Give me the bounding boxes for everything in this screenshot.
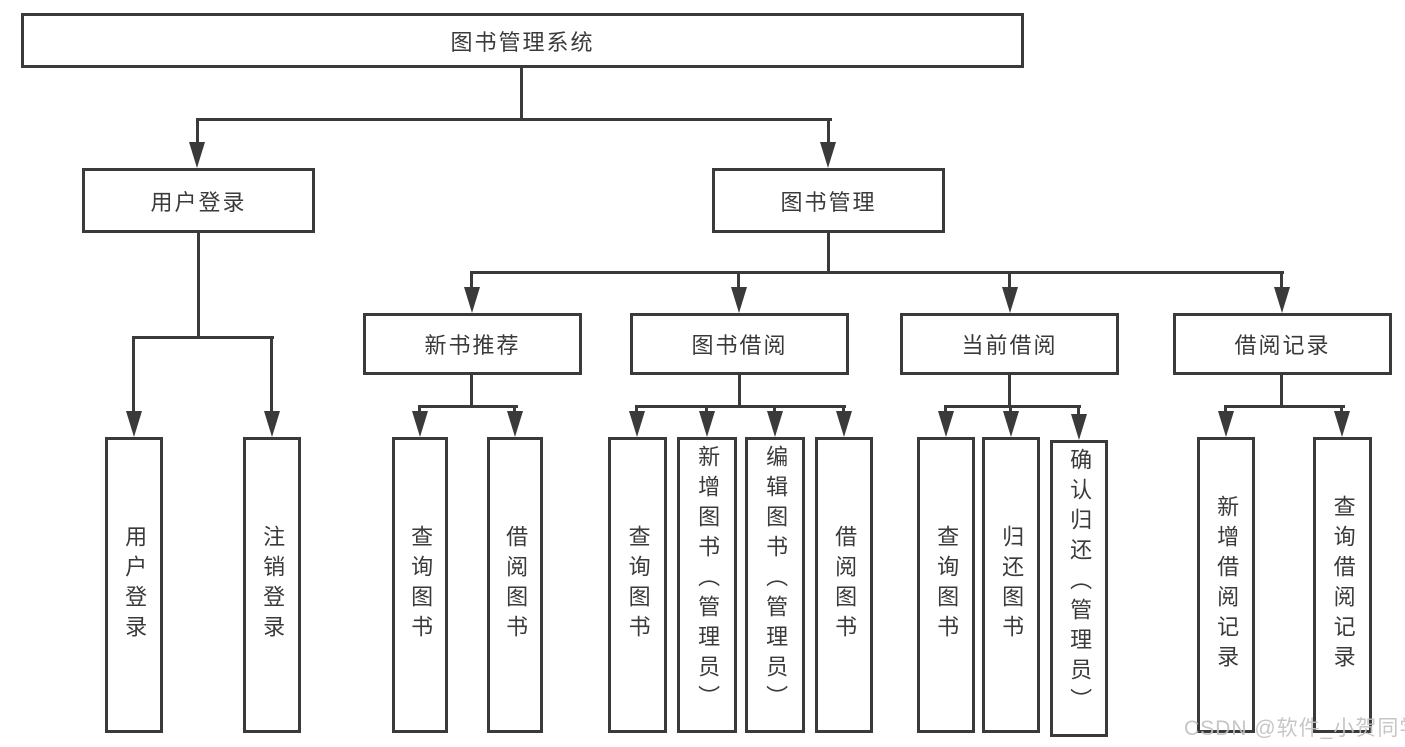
arrow-down-icon bbox=[412, 411, 428, 437]
leaf-edit-books-admin: 编辑图书（管理员） bbox=[745, 437, 805, 733]
connector-user-login-rail bbox=[132, 336, 274, 339]
node-book-borrowing-label: 图书借阅 bbox=[691, 333, 788, 358]
leaf-user-login-label: 用户登录 bbox=[122, 525, 148, 645]
connector-drop bbox=[1224, 405, 1227, 416]
leaf-add-books-admin-label: 新增图书（管理员） bbox=[695, 445, 721, 715]
leaf-borrow-books-borrowing: 借阅图书 bbox=[815, 437, 873, 733]
leaf-query-books-recommend: 查询图书 bbox=[392, 437, 448, 733]
arrow-down-icon bbox=[629, 411, 645, 437]
leaf-query-books-current-label: 查询图书 bbox=[934, 525, 960, 645]
arrow-down-icon bbox=[820, 142, 836, 168]
arrow-down-icon bbox=[1071, 414, 1087, 440]
node-borrowing-records-label: 借阅记录 bbox=[1234, 333, 1331, 358]
leaf-return-books: 归还图书 bbox=[982, 437, 1040, 733]
connector-drop bbox=[842, 405, 845, 416]
connector-book-borrowing-rail bbox=[635, 405, 846, 408]
connector-current-borrowing-rail bbox=[944, 405, 1081, 408]
connector-drop bbox=[1077, 405, 1080, 418]
leaf-borrow-books-recommend: 借阅图书 bbox=[487, 437, 543, 733]
connector-current-borrowing-stem bbox=[1008, 375, 1011, 408]
arrow-down-icon bbox=[189, 142, 205, 168]
leaf-query-books-borrowing-label: 查询图书 bbox=[625, 525, 651, 645]
node-user-login: 用户登录 bbox=[82, 168, 315, 233]
connector-drop-new-book-recommend bbox=[470, 271, 473, 291]
leaf-user-login: 用户登录 bbox=[105, 437, 163, 733]
connector-root-rail bbox=[196, 118, 832, 121]
leaf-query-borrow-record: 查询借阅记录 bbox=[1313, 437, 1372, 733]
leaf-query-books-borrowing: 查询图书 bbox=[608, 437, 667, 733]
leaf-confirm-return-admin: 确认归还（管理员） bbox=[1050, 440, 1108, 737]
leaf-borrow-books-recommend-label: 借阅图书 bbox=[503, 525, 529, 645]
arrow-down-icon bbox=[1218, 411, 1234, 437]
node-new-book-recommend-label: 新书推荐 bbox=[424, 333, 521, 358]
leaf-borrow-books-borrowing-label: 借阅图书 bbox=[832, 525, 858, 645]
node-current-borrowing: 当前借阅 bbox=[900, 313, 1119, 375]
arrow-down-icon bbox=[699, 411, 715, 437]
arrow-down-icon bbox=[1274, 287, 1290, 313]
arrow-down-icon bbox=[938, 411, 954, 437]
connector-book-management-rail bbox=[470, 271, 1284, 274]
arrow-down-icon bbox=[731, 287, 747, 313]
node-book-borrowing: 图书借阅 bbox=[630, 313, 849, 375]
connector-drop-user-login bbox=[196, 118, 199, 146]
connector-drop bbox=[418, 405, 421, 416]
arrow-down-icon bbox=[464, 287, 480, 313]
connector-new-book-stem bbox=[470, 375, 473, 408]
connector-drop bbox=[635, 405, 638, 416]
node-borrowing-records: 借阅记录 bbox=[1173, 313, 1392, 375]
connector-drop-current-borrowing bbox=[1008, 271, 1011, 291]
leaf-confirm-return-admin-label: 确认归还（管理员） bbox=[1067, 448, 1093, 718]
connector-drop bbox=[705, 405, 708, 416]
leaf-query-books-current: 查询图书 bbox=[917, 437, 975, 733]
connector-drop bbox=[1340, 405, 1343, 416]
connector-root-stem bbox=[520, 68, 523, 121]
connector-drop-leaf-user-login bbox=[132, 336, 135, 414]
leaf-query-borrow-record-label: 查询借阅记录 bbox=[1330, 495, 1356, 675]
node-root: 图书管理系统 bbox=[21, 13, 1024, 68]
node-book-management-label: 图书管理 bbox=[780, 189, 877, 215]
leaf-add-books-admin: 新增图书（管理员） bbox=[677, 437, 737, 733]
leaf-add-borrow-record: 新增借阅记录 bbox=[1197, 437, 1255, 733]
connector-borrowing-records-stem bbox=[1280, 375, 1283, 408]
arrow-down-icon bbox=[836, 411, 852, 437]
node-current-borrowing-label: 当前借阅 bbox=[961, 333, 1058, 358]
connector-borrowing-records-rail bbox=[1224, 405, 1345, 408]
connector-drop bbox=[944, 405, 947, 416]
leaf-return-books-label: 归还图书 bbox=[999, 525, 1025, 645]
leaf-query-books-recommend-label: 查询图书 bbox=[408, 525, 434, 645]
connector-drop-borrowing-records bbox=[1280, 271, 1283, 291]
arrow-down-icon bbox=[264, 411, 280, 437]
leaf-add-borrow-record-label: 新增借阅记录 bbox=[1214, 495, 1240, 675]
connector-drop bbox=[773, 405, 776, 416]
arrow-down-icon bbox=[507, 411, 523, 437]
connector-drop-leaf-logout bbox=[270, 336, 273, 414]
arrow-down-icon bbox=[767, 411, 783, 437]
connector-drop bbox=[1009, 405, 1012, 416]
node-book-management: 图书管理 bbox=[712, 168, 945, 233]
connector-user-login-stem bbox=[197, 233, 200, 339]
arrow-down-icon bbox=[1002, 287, 1018, 313]
arrow-down-icon bbox=[1003, 411, 1019, 437]
arrow-down-icon bbox=[126, 411, 142, 437]
arrow-down-icon bbox=[1334, 411, 1350, 437]
node-user-login-label: 用户登录 bbox=[150, 189, 247, 215]
node-new-book-recommend: 新书推荐 bbox=[363, 313, 582, 375]
leaf-logout-label: 注销登录 bbox=[260, 525, 286, 645]
connector-book-management-stem bbox=[827, 233, 830, 274]
leaf-logout: 注销登录 bbox=[243, 437, 301, 733]
connector-drop-book-management bbox=[827, 118, 830, 146]
node-root-label: 图书管理系统 bbox=[450, 29, 595, 55]
connector-drop-book-borrowing bbox=[737, 271, 740, 291]
leaf-edit-books-admin-label: 编辑图书（管理员） bbox=[763, 445, 789, 715]
connector-new-book-rail bbox=[418, 405, 518, 408]
connector-book-borrowing-stem bbox=[738, 375, 741, 408]
connector-drop bbox=[513, 405, 516, 416]
csdn-watermark: CSDN @软件_小贺同学 bbox=[1184, 717, 1405, 740]
